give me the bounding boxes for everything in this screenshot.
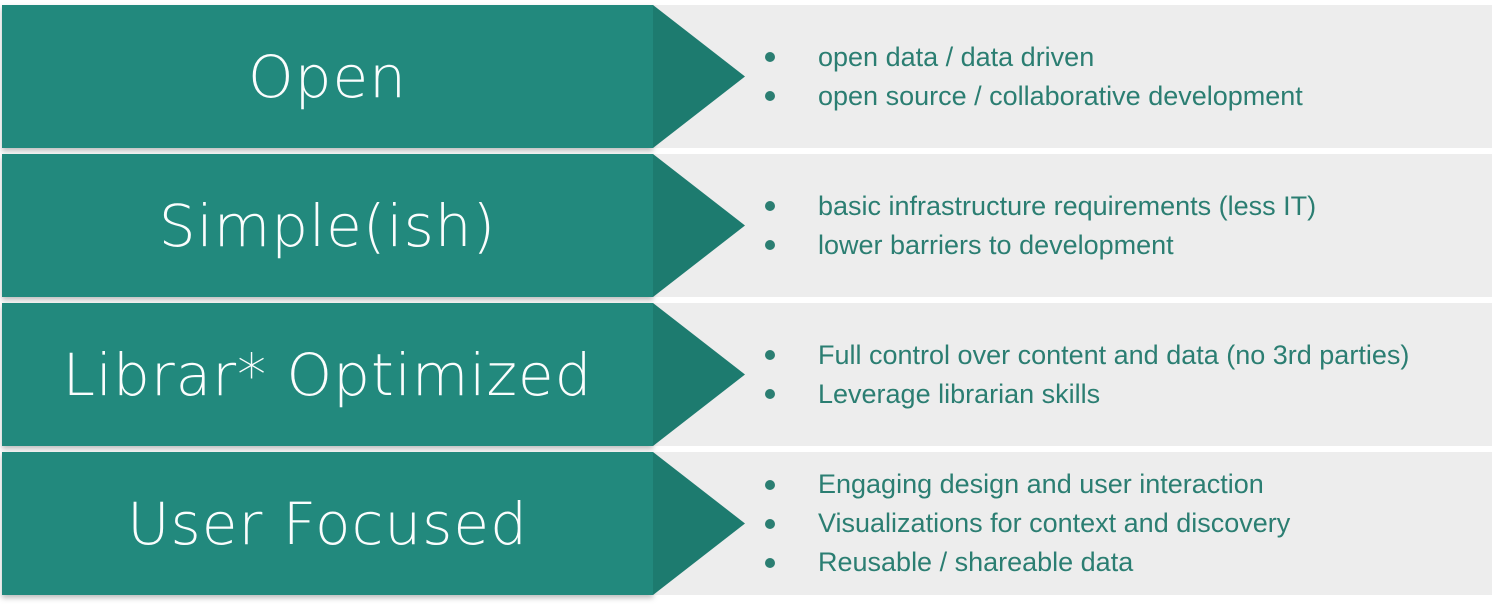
banner-title: Simple(ish) <box>158 191 497 260</box>
arrow-right-icon <box>653 5 745 148</box>
bullet-text: Visualizations for context and discovery <box>818 508 1291 538</box>
bullet-panel <box>650 452 1492 595</box>
bullet-text: basic infrastructure requirements (less … <box>818 190 1317 221</box>
banner-title: User Focused <box>127 489 528 558</box>
arrow-right-icon <box>653 154 745 297</box>
bullet-dot-icon <box>765 240 775 250</box>
bullet-text: lower barriers to development <box>818 229 1174 260</box>
feature-row-librar-optimized: Librar* Optimized Full control over cont… <box>0 303 1503 446</box>
bullet-dot-icon <box>765 389 775 399</box>
bullet-text: Leverage librarian skills <box>818 378 1101 409</box>
banner-arrow-open: Open <box>2 5 653 148</box>
bullet-dot-icon <box>765 350 775 360</box>
bullet-text: open source / collaborative development <box>818 80 1303 111</box>
feature-rows: Open open data / data driven open source… <box>0 5 1503 601</box>
feature-row-user-focused: User Focused Engaging design and user in… <box>0 452 1503 595</box>
bullet-dot-icon <box>765 52 775 62</box>
bullet-panel <box>650 5 1492 148</box>
list-item: open source / collaborative development <box>765 77 1483 116</box>
list-item: Full control over content and data (no 3… <box>765 336 1483 375</box>
arrow-right-icon <box>653 303 745 446</box>
feature-row-simple: Simple(ish) basic infrastructure require… <box>0 154 1503 297</box>
banner-title: Librar* Optimized <box>62 340 593 409</box>
bullet-panel <box>650 303 1492 446</box>
bullet-text: open data / data driven <box>818 41 1095 72</box>
bullet-text: Reusable / shareable data <box>818 547 1134 577</box>
list-item: Visualizations for context and discovery <box>765 504 1483 543</box>
bullet-dot-icon <box>765 201 775 211</box>
list-item: Leverage librarian skills <box>765 375 1483 414</box>
list-item: Engaging design and user interaction <box>765 465 1483 504</box>
bullet-list: Engaging design and user interaction Vis… <box>765 452 1483 595</box>
banner-arrow-librar-optimized: Librar* Optimized <box>2 303 653 446</box>
bullet-dot-icon <box>765 479 775 490</box>
arrow-right-icon <box>653 452 745 595</box>
list-item: basic infrastructure requirements (less … <box>765 187 1483 226</box>
bullet-dot-icon <box>765 518 775 529</box>
bullet-dot-icon <box>765 91 775 101</box>
bullet-list: open data / data driven open source / co… <box>765 5 1483 148</box>
list-item: lower barriers to development <box>765 226 1483 265</box>
bullet-panel <box>650 154 1492 297</box>
banner-title: Open <box>248 42 407 111</box>
banner-arrow-user-focused: User Focused <box>2 452 653 595</box>
bullet-text: Full control over content and data (no 3… <box>818 339 1410 370</box>
bullet-dot-icon <box>765 557 775 568</box>
bullet-list: basic infrastructure requirements (less … <box>765 154 1483 297</box>
bullet-text: Engaging design and user interaction <box>818 469 1264 499</box>
banner-arrow-simple: Simple(ish) <box>2 154 653 297</box>
list-item: Reusable / shareable data <box>765 543 1483 582</box>
list-item: open data / data driven <box>765 38 1483 77</box>
bullet-list: Full control over content and data (no 3… <box>765 303 1483 446</box>
feature-row-open: Open open data / data driven open source… <box>0 5 1503 148</box>
